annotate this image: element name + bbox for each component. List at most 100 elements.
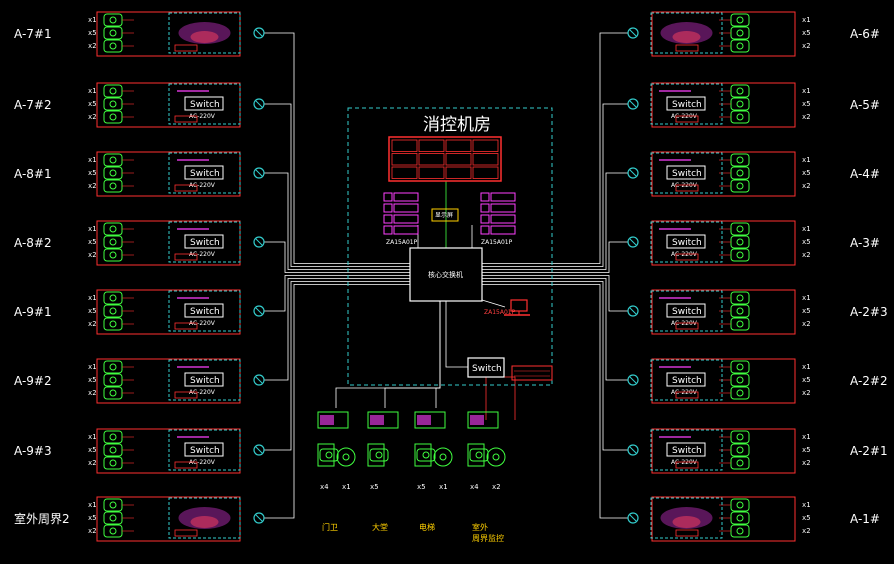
camera-lens-icon bbox=[736, 87, 744, 95]
camera-lens-icon bbox=[736, 251, 744, 259]
camera-lens-icon bbox=[736, 320, 744, 328]
camera-icon bbox=[103, 26, 123, 40]
floor-camera-count: x5 bbox=[417, 483, 425, 491]
camera-count: x5 bbox=[88, 169, 96, 177]
camera-lens-icon bbox=[736, 307, 744, 315]
switch-cabinet bbox=[650, 152, 723, 194]
fiber-link bbox=[482, 284, 628, 519]
video-wall-screen bbox=[418, 139, 445, 152]
camera-count: x5 bbox=[88, 307, 96, 315]
building-label: A-2#1 bbox=[850, 444, 888, 458]
camera-lens-icon bbox=[109, 501, 117, 509]
camera-count: x5 bbox=[88, 446, 96, 454]
row-power-label: AC-220V bbox=[671, 182, 698, 189]
camera-lens-icon bbox=[736, 16, 744, 24]
camera-icon bbox=[730, 386, 750, 400]
camera-icon bbox=[730, 153, 750, 167]
camera-icon bbox=[103, 291, 123, 305]
camera-lens-icon bbox=[736, 182, 744, 190]
fiber-link bbox=[482, 172, 628, 270]
right-nvr-label: ZA15A01P bbox=[481, 239, 513, 246]
power-tag bbox=[675, 391, 699, 399]
bottom-switch-label: Switch bbox=[472, 364, 502, 374]
camera-lens-icon bbox=[736, 389, 744, 397]
fiber-link bbox=[482, 103, 628, 267]
dome-camera-icon bbox=[433, 447, 453, 467]
camera-icon bbox=[730, 179, 750, 193]
camera-lens-icon bbox=[109, 156, 117, 164]
building-label: A-1# bbox=[850, 512, 880, 526]
right-nvr-stack bbox=[480, 192, 516, 235]
fiber-transceiver-mark bbox=[629, 514, 637, 522]
camera-lens-icon bbox=[736, 169, 744, 177]
fiber-transceiver-mark bbox=[629, 100, 637, 108]
camera-lens-icon bbox=[109, 514, 117, 522]
video-wall-screen bbox=[418, 153, 445, 166]
fiber-transceiver-mark bbox=[255, 376, 263, 384]
power-tag bbox=[675, 322, 699, 330]
workstation-pc bbox=[504, 299, 530, 316]
nvr-unit-icon bbox=[383, 192, 393, 202]
switch-cabinet bbox=[650, 429, 723, 471]
blurred-region-core bbox=[190, 516, 219, 528]
nvr-unit-icon bbox=[480, 214, 490, 224]
row-switch bbox=[666, 96, 706, 111]
camera-icon bbox=[103, 373, 123, 387]
fiber-transceiver-mark bbox=[629, 307, 637, 315]
fiber-transceiver-mark bbox=[255, 169, 263, 177]
camera-count: x2 bbox=[88, 320, 96, 328]
control-room: 消控机房 显示屏 ZA15A01P ZA15A01P 核心交换机 ZA15A01… bbox=[347, 107, 553, 386]
fiber-transceiver-mark bbox=[629, 446, 637, 454]
camera-lens-icon bbox=[736, 113, 744, 121]
fiber-link bbox=[264, 32, 410, 264]
camera-lens-icon bbox=[325, 451, 333, 459]
camera-icon bbox=[416, 448, 436, 462]
camera-count: x5 bbox=[88, 100, 96, 108]
camera-count: x1 bbox=[802, 363, 810, 371]
floor-link bbox=[384, 301, 441, 408]
camera-lens-icon bbox=[736, 156, 744, 164]
pc-label: ZA15A01P bbox=[484, 309, 516, 316]
fiber-transceiver-icon bbox=[253, 305, 265, 317]
camera-icon bbox=[369, 448, 389, 462]
fiber-link bbox=[482, 278, 628, 381]
camera-count: x5 bbox=[802, 514, 810, 522]
row-switch-label: Switch bbox=[672, 376, 702, 386]
camera-lens-icon bbox=[109, 16, 117, 24]
camera-icon bbox=[103, 524, 123, 538]
camera-count: x1 bbox=[802, 433, 810, 441]
fiber-transceiver-icon bbox=[253, 236, 265, 248]
fiber-link bbox=[482, 275, 628, 312]
camera-count: x5 bbox=[88, 514, 96, 522]
fiber-link bbox=[264, 172, 410, 270]
power-tag bbox=[675, 529, 699, 537]
nvr-unit bbox=[393, 192, 419, 202]
camera-count: x2 bbox=[802, 389, 810, 397]
camera-icon bbox=[730, 248, 750, 262]
camera-icon bbox=[730, 373, 750, 387]
building-enclosure bbox=[651, 428, 796, 474]
power-tag bbox=[174, 461, 198, 469]
row-switch-label: Switch bbox=[672, 169, 702, 179]
row-switch-label: Switch bbox=[190, 169, 220, 179]
camera-lens-icon bbox=[736, 42, 744, 50]
row-switch-label: Switch bbox=[672, 307, 702, 317]
building-label: A-6# bbox=[850, 27, 880, 41]
fiber-link bbox=[264, 284, 410, 519]
camera-lens-icon bbox=[109, 363, 117, 371]
camera-lens-icon bbox=[109, 307, 117, 315]
row-switch-label: Switch bbox=[672, 446, 702, 456]
fiber-link bbox=[264, 241, 410, 273]
switch-cabinet bbox=[650, 12, 723, 54]
power-tag bbox=[174, 529, 198, 537]
camera-count: x2 bbox=[802, 182, 810, 190]
building-label: A-2#2 bbox=[850, 374, 888, 388]
floor-switch-port bbox=[320, 415, 334, 425]
camera-count: x5 bbox=[802, 100, 810, 108]
floor-camera-count: x1 bbox=[342, 483, 350, 491]
camera-count: x1 bbox=[88, 16, 96, 24]
nvr-unit bbox=[490, 192, 516, 202]
camera-lens-icon bbox=[109, 320, 117, 328]
power-tag bbox=[174, 253, 198, 261]
outdoor-link bbox=[500, 376, 516, 420]
